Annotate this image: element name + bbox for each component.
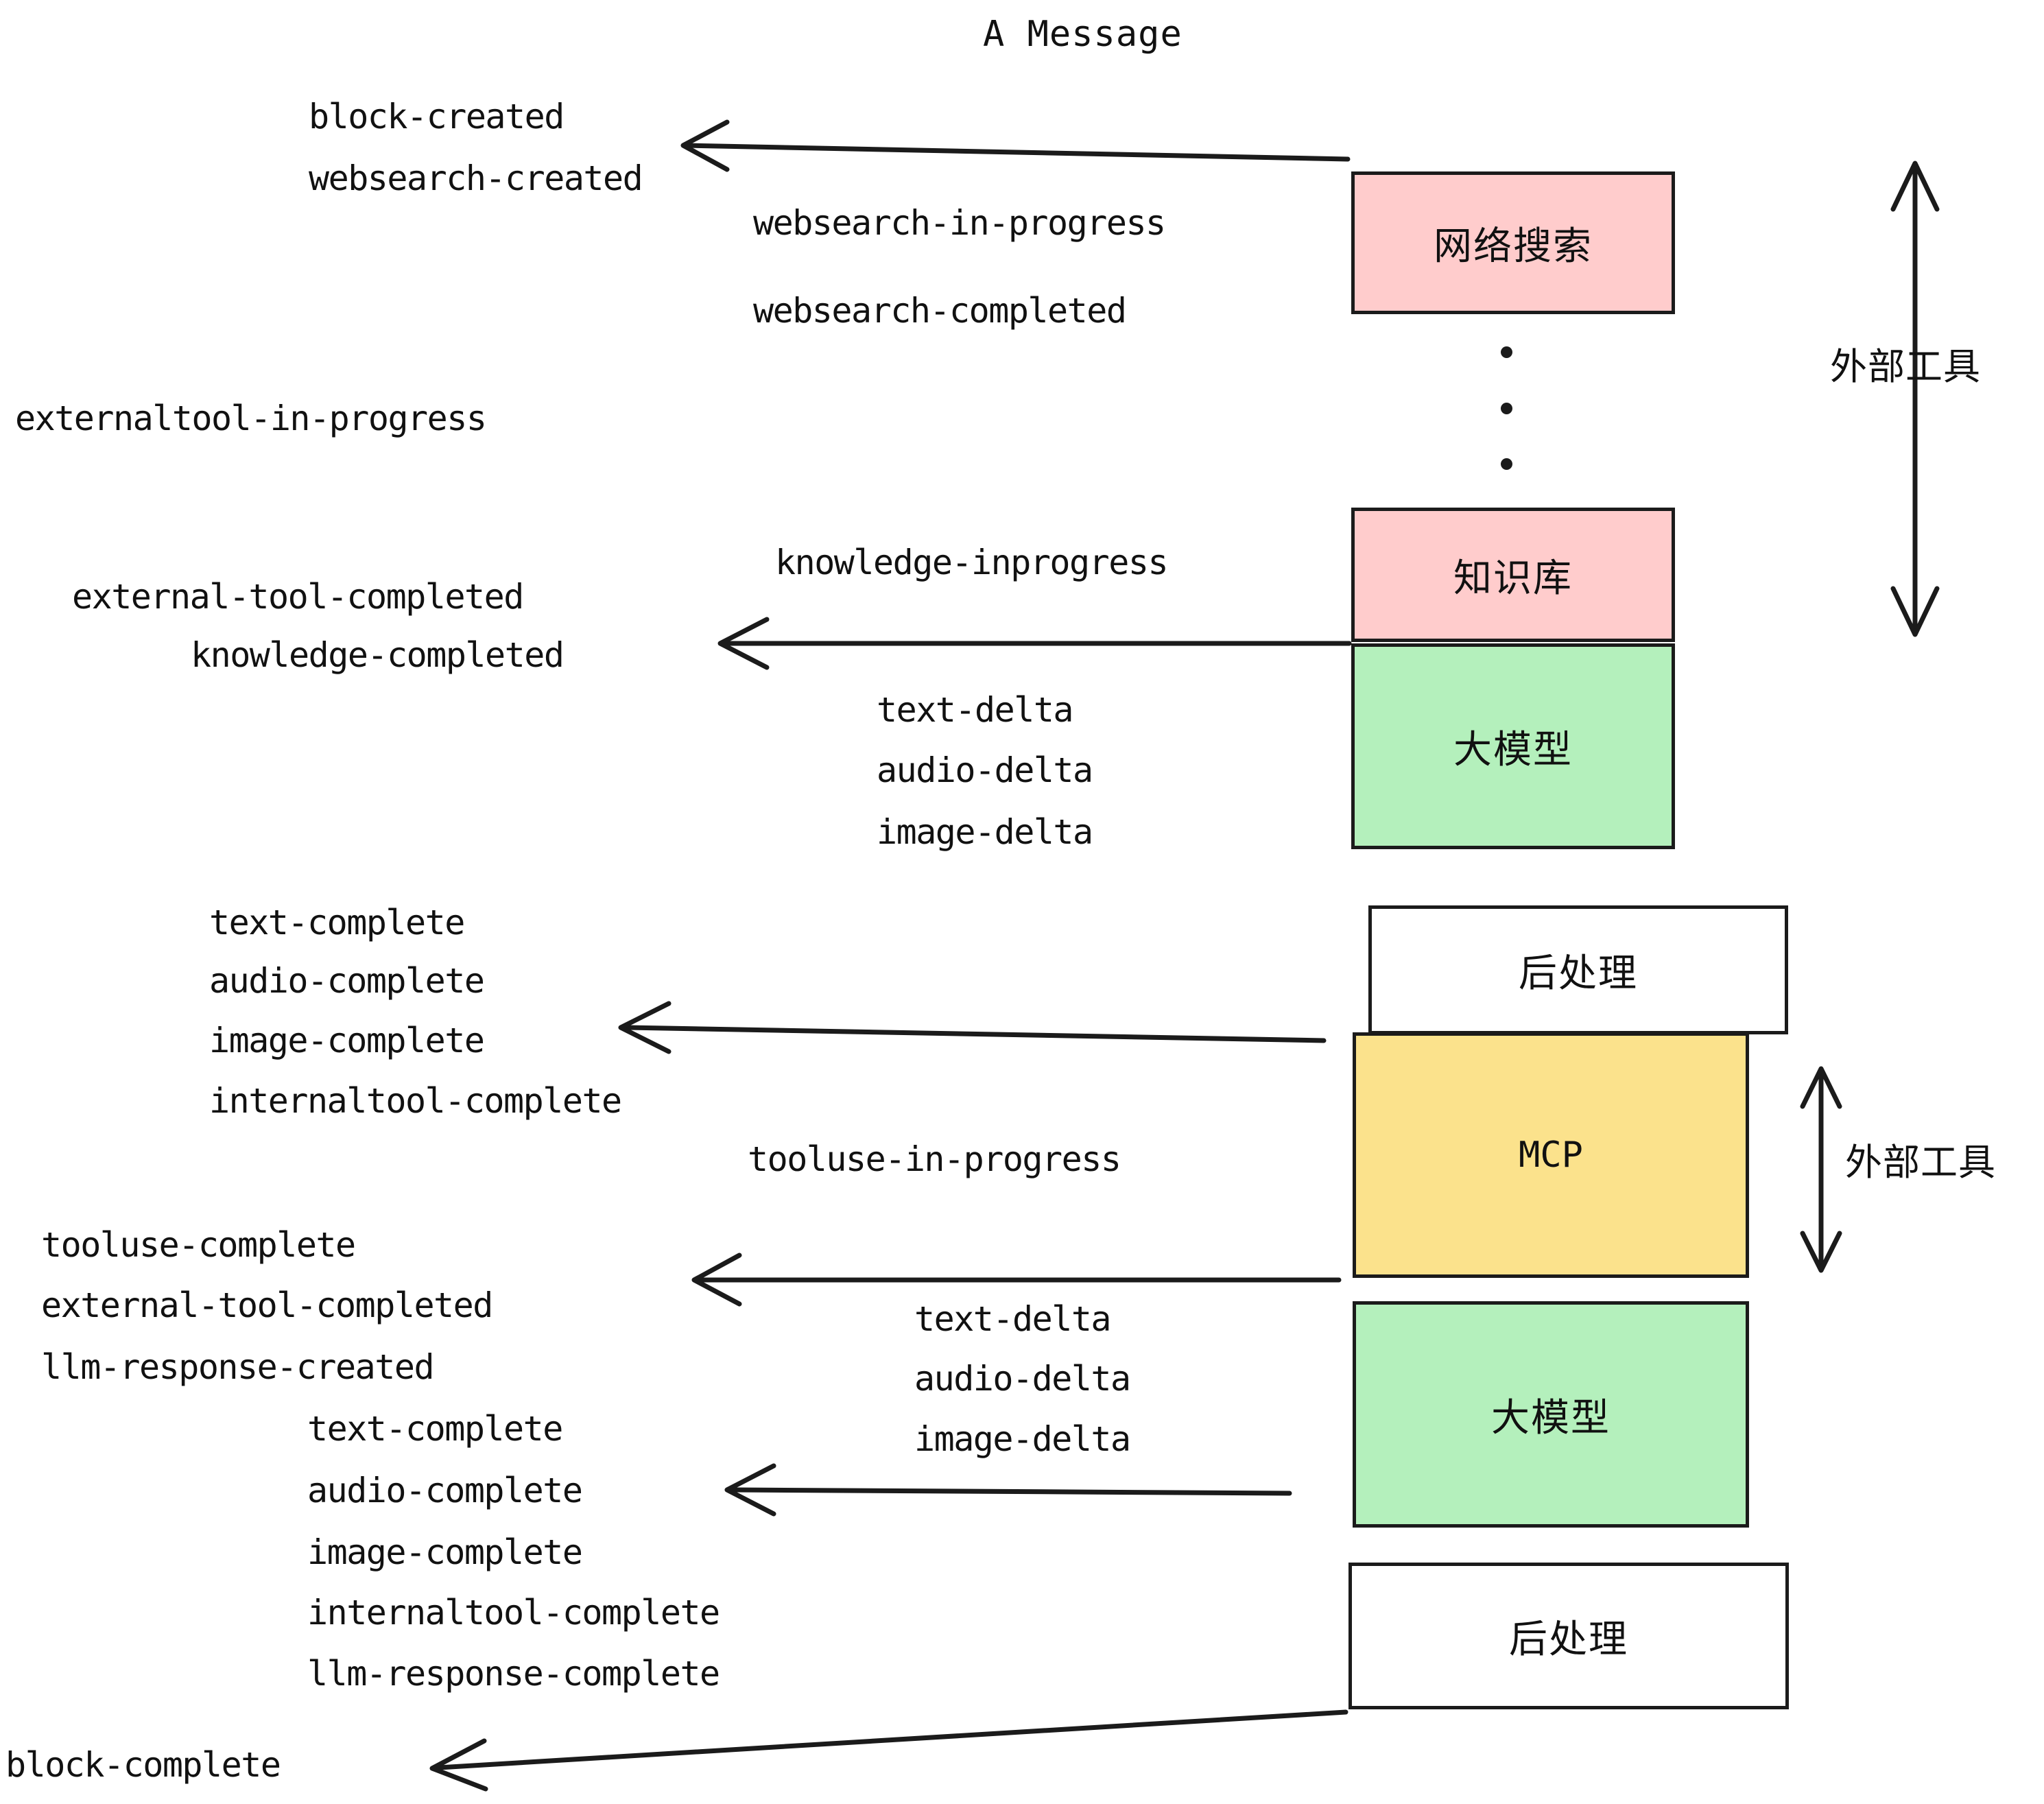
node-llm-second-label: 大模型 [1491,1395,1611,1440]
event-image-delta-2: image-delta [914,1419,1131,1459]
event-websearch-created: websearch-created [309,158,643,198]
event-externaltool-in-progress: externaltool-in-progress [15,399,487,438]
event-text-complete-2: text-complete [307,1409,563,1449]
page-title: A Message [983,14,1183,55]
event-block-created: block-created [309,97,565,137]
arrow-image-complete [618,1001,1327,1054]
node-mcp[interactable]: MCP [1353,1032,1749,1278]
side-label-external-tool-upper: 外部工具 [1830,345,1981,388]
node-mcp-label: MCP [1519,1135,1583,1176]
arrow-block-created [680,119,1351,172]
node-post-second-label: 后处理 [1509,1617,1628,1662]
event-external-tool-completed-1: external-tool-completed [72,577,524,617]
node-post-first-label: 后处理 [1519,951,1638,996]
arrow-audio-complete [724,1463,1292,1517]
node-post-first[interactable]: 后处理 [1368,905,1788,1034]
event-text-complete-1: text-complete [209,903,465,942]
ellipsis-dot [1500,402,1512,414]
event-external-tool-completed-2: external-tool-completed [41,1285,493,1325]
arrow-tooluse-complete [691,1253,1342,1307]
external-tool-lower-range-arrow [1800,1066,1842,1273]
side-label-external-tool-lower: 外部工具 [1845,1141,1996,1184]
event-internaltool-complete-2: internaltool-complete [307,1593,720,1633]
event-tooluse-complete: tooluse-complete [41,1225,356,1265]
event-image-complete-2: image-complete [307,1532,583,1572]
node-llm-first[interactable]: 大模型 [1351,643,1675,849]
event-llm-response-created: llm-response-created [41,1347,435,1387]
event-block-complete: block-complete [5,1745,281,1785]
node-websearch[interactable]: 网络搜索 [1351,171,1675,314]
event-websearch-in-progress: websearch-in-progress [753,203,1166,243]
event-text-delta-2: text-delta [914,1299,1112,1339]
ellipsis-dot [1500,346,1512,358]
event-audio-complete-2: audio-complete [307,1471,583,1510]
node-post-second[interactable]: 后处理 [1348,1563,1789,1709]
external-tool-upper-range-arrow [1890,161,1940,637]
event-audio-complete-1: audio-complete [209,961,485,1001]
arrow-knowledge-completed [717,617,1352,670]
event-image-complete-1: image-complete [209,1021,485,1060]
event-audio-delta-1: audio-delta [877,750,1093,790]
event-llm-response-complete: llm-response-complete [307,1654,720,1694]
arrow-block-complete [429,1709,1348,1792]
node-knowledge-label: 知识库 [1453,556,1573,601]
event-internaltool-complete-1: internaltool-complete [209,1081,622,1121]
event-audio-delta-2: audio-delta [914,1359,1131,1399]
event-knowledge-inprogress: knowledge-inprogress [775,543,1169,582]
event-tooluse-in-progress: tooluse-in-progress [748,1139,1121,1179]
ellipsis-dot [1500,458,1512,470]
node-knowledge[interactable]: 知识库 [1351,508,1675,642]
event-text-delta-1: text-delta [877,690,1074,730]
event-image-delta-1: image-delta [877,812,1093,852]
node-llm-second[interactable]: 大模型 [1353,1301,1749,1528]
node-websearch-label: 网络搜索 [1434,224,1593,269]
event-knowledge-completed: knowledge-completed [191,635,565,675]
event-websearch-completed: websearch-completed [753,291,1127,331]
vertical-ellipsis [1499,346,1513,470]
node-llm-first-label: 大模型 [1453,727,1573,772]
